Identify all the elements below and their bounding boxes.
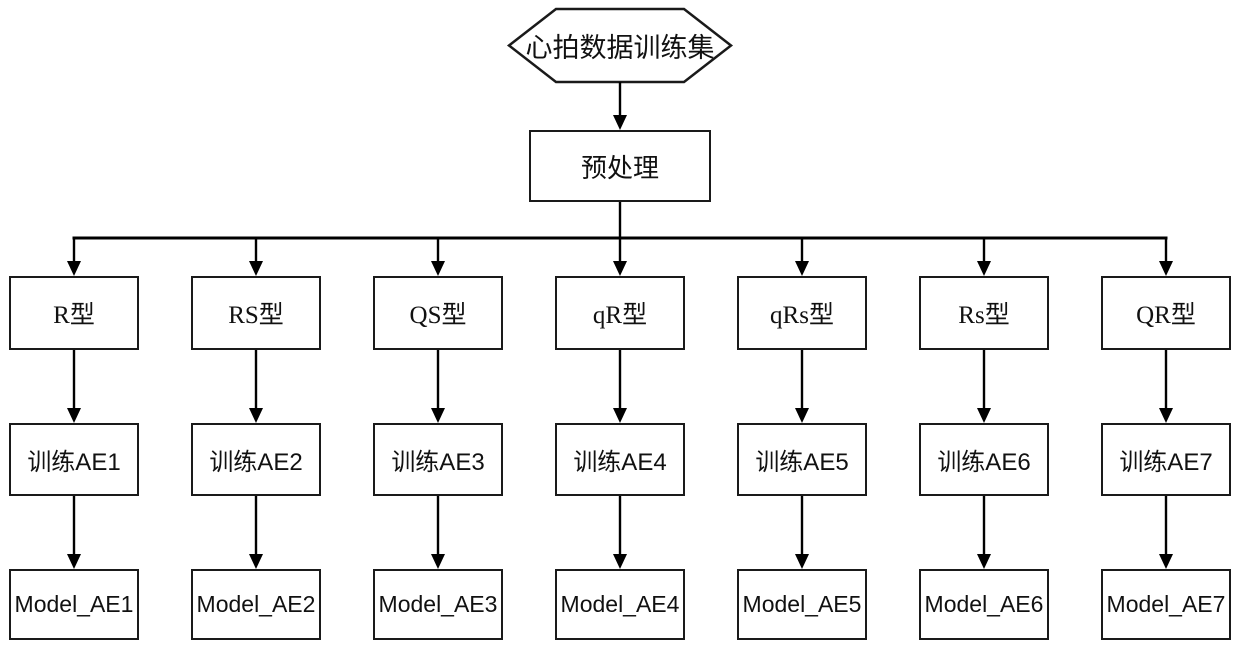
type-node: qR型	[555, 276, 685, 350]
type-label: Rs型	[958, 302, 1010, 329]
train-label: 训练AE4	[573, 449, 667, 476]
train-label: 训练AE7	[1119, 449, 1213, 476]
arrowhead-icon	[249, 261, 263, 276]
train-node: 训练AE2	[191, 423, 321, 496]
train-label: 训练AE6	[937, 449, 1031, 476]
type-node: QR型	[1101, 276, 1231, 350]
train-node: 训练AE7	[1101, 423, 1231, 496]
model-node: Model_AE2	[191, 569, 321, 640]
model-label: Model_AE6	[924, 591, 1044, 617]
type-label: RS型	[228, 302, 284, 329]
arrowhead-icon	[431, 408, 445, 423]
model-label: Model_AE3	[378, 591, 498, 617]
type-node: QS型	[373, 276, 503, 350]
train-node: 训练AE5	[737, 423, 867, 496]
model-label: Model_AE4	[560, 591, 680, 617]
model-label: Model_AE2	[196, 591, 316, 617]
model-label: Model_AE1	[14, 591, 134, 617]
model-node: Model_AE7	[1101, 569, 1231, 640]
arrowhead-icon	[613, 554, 627, 569]
root-node-label: 心拍数据训练集	[525, 33, 715, 63]
train-node: 训练AE1	[9, 423, 139, 496]
arrowhead-icon	[795, 408, 809, 423]
arrowhead-icon	[1159, 554, 1173, 569]
arrowhead-icon	[977, 408, 991, 423]
arrowhead-icon	[249, 408, 263, 423]
type-node: Rs型	[919, 276, 1049, 350]
arrowhead-icon	[67, 261, 81, 276]
arrowhead-icon	[431, 554, 445, 569]
train-label: 训练AE3	[391, 449, 485, 476]
arrowhead-icon	[67, 554, 81, 569]
preprocess-node: 预处理	[529, 130, 711, 202]
type-label: QS型	[409, 302, 467, 329]
train-node: 训练AE6	[919, 423, 1049, 496]
model-node: Model_AE1	[9, 569, 139, 640]
type-node: qRs型	[737, 276, 867, 350]
type-label: qRs型	[770, 302, 834, 329]
model-node: Model_AE3	[373, 569, 503, 640]
arrowhead-icon	[613, 261, 627, 276]
type-node: RS型	[191, 276, 321, 350]
arrowhead-icon	[977, 554, 991, 569]
type-label: qR型	[592, 302, 648, 329]
arrowhead-icon	[795, 554, 809, 569]
arrowhead-icon	[249, 554, 263, 569]
train-label: 训练AE5	[755, 449, 849, 476]
train-label: 训练AE2	[209, 449, 303, 476]
arrowhead-icon	[67, 408, 81, 423]
model-label: Model_AE7	[1106, 591, 1226, 617]
preprocess-label: 预处理	[580, 152, 659, 183]
model-node: Model_AE6	[919, 569, 1049, 640]
arrowhead-icon	[1159, 408, 1173, 423]
arrowhead-icon	[795, 261, 809, 276]
arrowhead-icon	[1159, 261, 1173, 276]
train-node: 训练AE3	[373, 423, 503, 496]
arrowhead-icon	[431, 261, 445, 276]
arrowhead-icon	[613, 115, 627, 130]
model-node: Model_AE4	[555, 569, 685, 640]
train-label: 训练AE1	[27, 449, 121, 476]
type-label: QR型	[1136, 302, 1196, 329]
arrowhead-icon	[977, 261, 991, 276]
model-node: Model_AE5	[737, 569, 867, 640]
arrowhead-icon	[613, 408, 627, 423]
train-node: 训练AE4	[555, 423, 685, 496]
model-label: Model_AE5	[742, 591, 862, 617]
type-label: R型	[53, 302, 95, 329]
type-node: R型	[9, 276, 139, 350]
